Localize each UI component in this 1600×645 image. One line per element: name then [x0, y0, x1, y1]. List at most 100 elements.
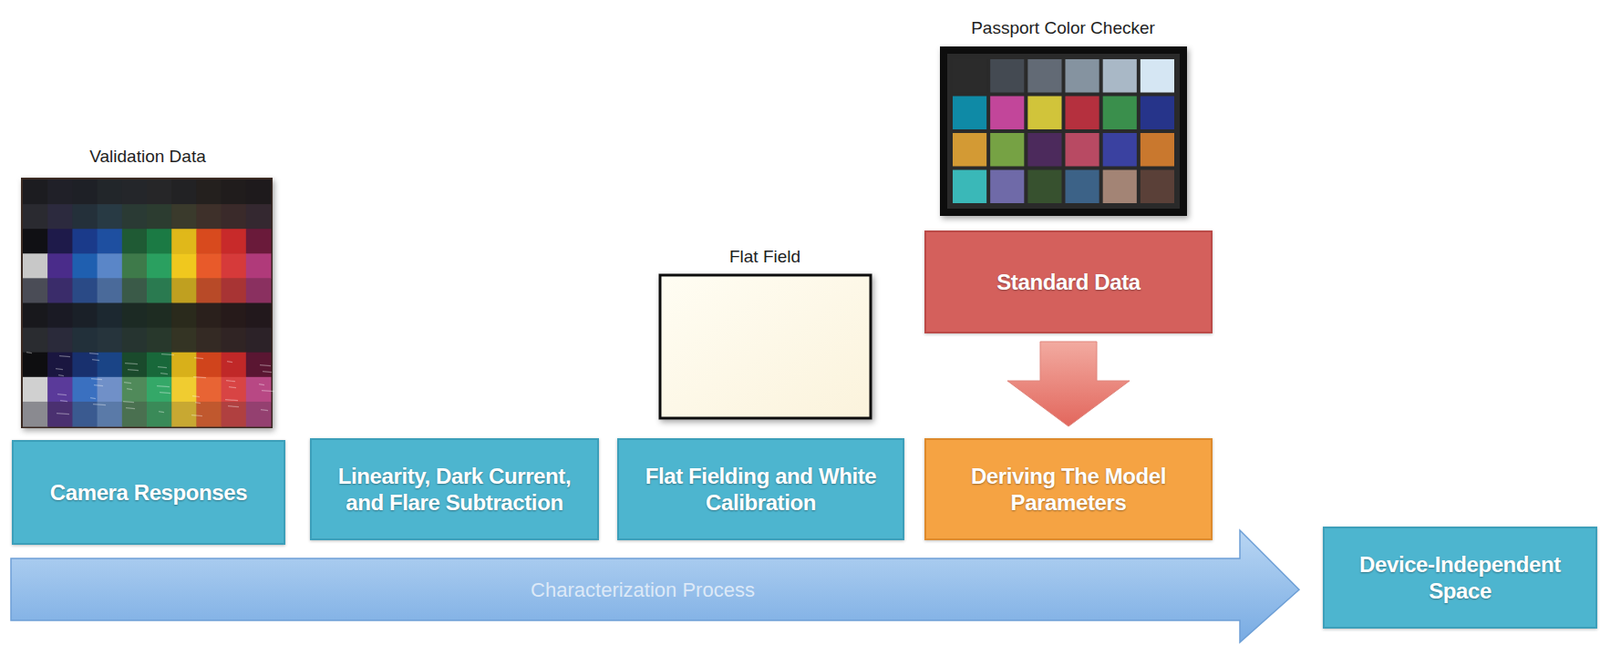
color-patch — [171, 204, 197, 230]
texture-mark — [227, 361, 233, 363]
texture-mark — [159, 392, 171, 394]
texture-mark — [259, 365, 271, 367]
color-patch — [1103, 59, 1137, 93]
text-holder: Camera Responses — [50, 479, 248, 506]
color-patch — [146, 352, 173, 379]
texture-mark — [55, 369, 63, 371]
color-patch — [97, 402, 124, 428]
color-patch — [47, 303, 73, 330]
color-patch — [1140, 96, 1175, 131]
process-label: Characterization Process — [530, 578, 755, 603]
color-patch — [146, 179, 173, 206]
color-patch — [1027, 59, 1062, 93]
texture-mark — [195, 402, 201, 404]
color-patch — [221, 253, 248, 279]
texture-mark — [123, 402, 135, 403]
box-label: Camera Responses — [50, 479, 248, 506]
color-patch — [196, 253, 222, 279]
color-patch — [72, 328, 98, 354]
color-patch — [97, 328, 124, 354]
color-patch — [1027, 133, 1062, 167]
color-patch — [97, 303, 124, 330]
process-box: Camera Responses — [11, 440, 286, 546]
process-box: Linearity, Dark Current, and Flare Subtr… — [309, 438, 599, 541]
process-arrow-shape — [10, 530, 1300, 643]
color-checker — [939, 46, 1188, 217]
color-patch — [146, 377, 173, 403]
checker-frame — [939, 46, 1188, 217]
color-patch — [22, 179, 49, 206]
color-patch — [146, 204, 173, 230]
color-patch — [122, 303, 148, 330]
color-patch — [1140, 59, 1175, 93]
color-patch — [246, 179, 272, 206]
color-patch — [72, 204, 98, 230]
color-patch — [990, 96, 1024, 131]
color-patch — [1065, 59, 1100, 93]
color-patch — [246, 377, 272, 403]
color-patch — [122, 377, 148, 403]
color-patch — [122, 228, 148, 255]
color-patch — [1140, 170, 1175, 205]
color-patch — [72, 377, 98, 403]
process-box: Flat Fielding and White Calibration — [617, 438, 905, 541]
color-patch — [1065, 96, 1100, 131]
color-patch — [146, 303, 173, 330]
color-patch — [221, 328, 248, 354]
texture-mark — [123, 382, 132, 384]
color-patch — [22, 377, 49, 403]
color-patch — [22, 253, 49, 279]
color-patch — [22, 228, 49, 255]
color-patch — [122, 328, 148, 354]
color-patch — [990, 133, 1024, 167]
texture-mark — [127, 370, 139, 372]
texture-mark — [125, 408, 135, 410]
color-patch — [97, 377, 124, 403]
texture-mark — [191, 415, 203, 417]
color-patch — [47, 204, 73, 230]
box-label: Standard Data — [996, 268, 1141, 296]
color-patch — [221, 228, 248, 255]
color-patch — [952, 133, 987, 167]
color-patch — [171, 352, 197, 379]
color-patch — [246, 253, 272, 279]
color-patch — [171, 179, 197, 206]
color-patch — [47, 253, 73, 279]
color-patch — [47, 352, 73, 379]
texture-mark — [92, 404, 106, 406]
texture-mark — [57, 394, 67, 396]
color-patch — [246, 228, 272, 255]
color-patch — [171, 402, 197, 428]
validation-chart — [20, 177, 275, 429]
texture-mark — [226, 381, 236, 382]
color-patch — [952, 59, 987, 93]
chart-frame — [20, 177, 273, 429]
process-box: Standard Data — [924, 230, 1213, 334]
process-box: Deriving The Model Parameters — [924, 438, 1213, 541]
color-patch — [72, 352, 98, 379]
color-patch — [122, 352, 148, 379]
texture-mark — [194, 358, 204, 360]
color-patch — [97, 179, 124, 206]
texture-mark — [58, 375, 64, 377]
texture-mark — [90, 398, 96, 400]
figure-caption: Validation Data — [89, 146, 206, 167]
color-patch — [122, 179, 148, 206]
color-patch — [1065, 133, 1100, 167]
color-patch — [22, 278, 49, 304]
texture-mark — [91, 379, 103, 381]
color-patch — [22, 303, 49, 330]
process-box: Device-Independent Space — [1322, 526, 1598, 630]
color-patch — [146, 328, 173, 354]
color-patch — [72, 179, 98, 206]
texture-mark — [225, 400, 238, 402]
color-patch — [47, 278, 73, 304]
text-holder: Device-Independent Space — [1335, 551, 1585, 605]
color-patch — [246, 352, 272, 379]
color-patch — [1065, 170, 1100, 205]
texture-mark — [193, 377, 207, 379]
color-patch — [97, 253, 124, 279]
color-patch — [246, 204, 272, 230]
